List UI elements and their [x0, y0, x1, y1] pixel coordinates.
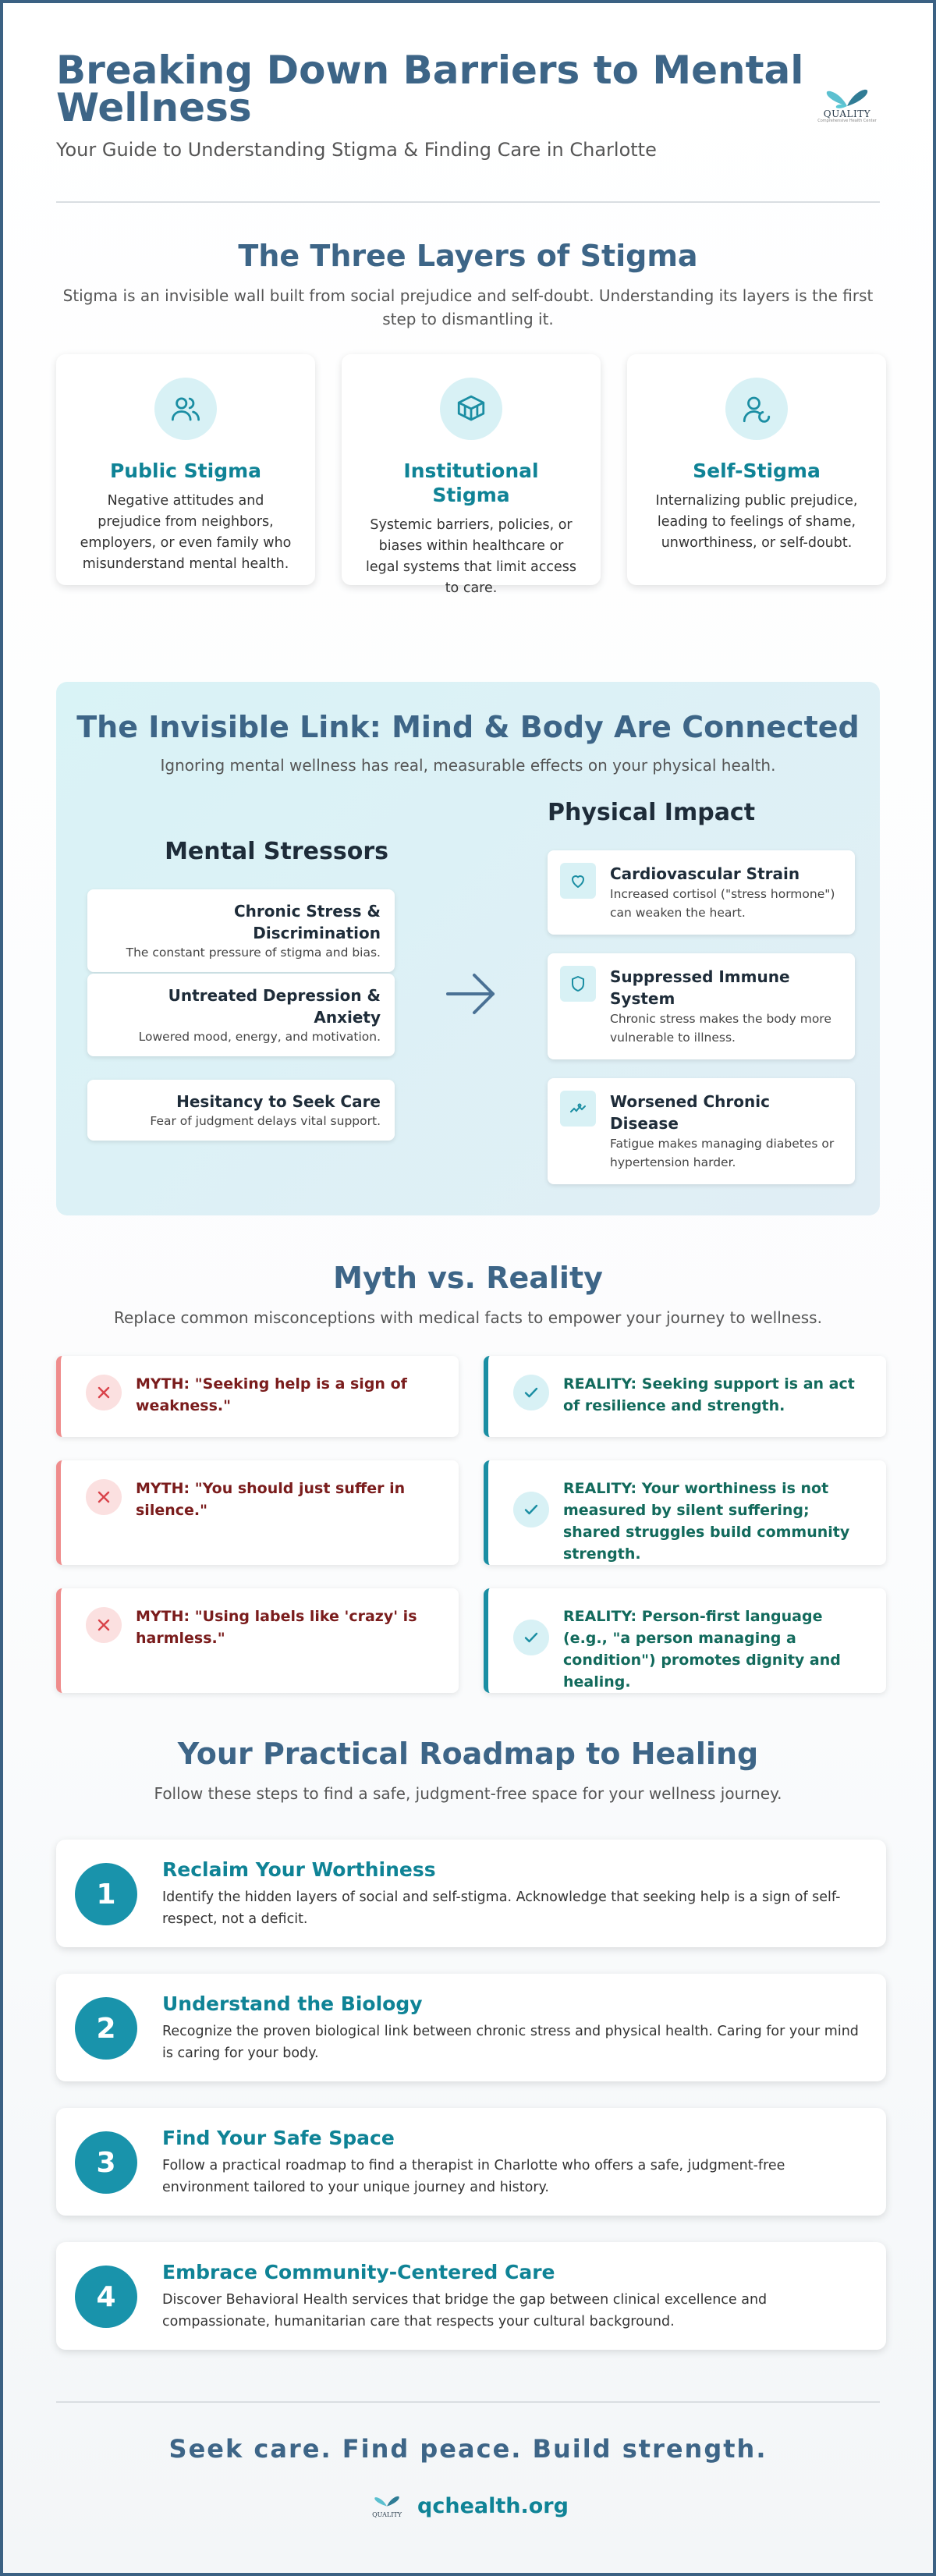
- stigma-card-public: Public Stigma Negative attitudes and pre…: [56, 354, 315, 585]
- butterfly-icon: [374, 2496, 399, 2507]
- header-divider: [56, 201, 880, 203]
- stigma-title: The Three Layers of Stigma: [238, 239, 698, 273]
- reality-card: REALITY: Seeking support is an act of re…: [484, 1356, 886, 1437]
- stigma-card-title: Institutional Stigma: [403, 459, 539, 506]
- impact-title: Worsened Chronic Disease: [610, 1092, 770, 1133]
- brand-logo: QUALITY Comprehensive Health Center: [814, 86, 880, 128]
- step-number: 1: [75, 1863, 137, 1925]
- step-title: Embrace Community-Centered Care: [162, 2261, 555, 2283]
- step-text: Identify the hidden layers of social and…: [162, 1889, 841, 1927]
- roadmap-step: 2 Understand the Biology Recognize the p…: [56, 1974, 886, 2081]
- roadmap-title: Your Practical Roadmap to Healing: [177, 1737, 759, 1771]
- header: Breaking Down Barriers to Mental Wellnes…: [56, 51, 880, 169]
- myth-card: MYTH: "Using labels like 'crazy' is harm…: [56, 1588, 459, 1693]
- stigma-description: Stigma is an invisible wall built from s…: [62, 286, 874, 328]
- impact-text: Increased cortisol ("stress hormone") ca…: [610, 887, 835, 920]
- step-number: 4: [75, 2266, 137, 2328]
- footer-divider: [56, 2401, 880, 2403]
- stressor-title: Chronic Stress & Discrimination: [233, 902, 381, 942]
- footer-logo-text: QUALITY: [372, 2511, 402, 2518]
- roadmap-description: Follow these steps to find a safe, judgm…: [154, 1784, 782, 1803]
- self-reflection-icon: [725, 378, 788, 440]
- stigma-card-institutional: Institutional Stigma Systemic barriers, …: [342, 354, 601, 596]
- footer-logo: QUALITY: [367, 2493, 406, 2518]
- step-number: 3: [75, 2131, 137, 2194]
- impact-title: Cardiovascular Strain: [610, 864, 800, 883]
- activity-icon: [560, 1091, 596, 1127]
- mind-body-section: The Invisible Link: Mind & Body Are Conn…: [56, 682, 880, 1215]
- people-icon: [154, 378, 217, 440]
- impact-heading: Physical Impact: [548, 799, 756, 826]
- arrow-right-icon: [446, 974, 495, 1014]
- impact-title: Suppressed Immune System: [610, 967, 790, 1008]
- stressor-title: Untreated Depression & Anxiety: [168, 986, 381, 1027]
- roadmap-step: 3 Find Your Safe Space Follow a practica…: [56, 2108, 886, 2216]
- check-icon: [513, 1492, 549, 1528]
- page-title: Breaking Down Barriers to Mental Wellnes…: [56, 48, 804, 130]
- reality-card: REALITY: Your worthiness is not measured…: [484, 1460, 886, 1565]
- footer-website: QUALITY qchealth.org: [3, 2489, 933, 2523]
- myth-text: MYTH: "Seeking help is a sign of weaknes…: [136, 1375, 407, 1414]
- stigma-card-text: Internalizing public prejudice, leading …: [655, 493, 858, 551]
- stigma-card-title: Public Stigma: [109, 459, 262, 482]
- mind-body-description: Ignoring mental wellness has real, measu…: [160, 756, 776, 775]
- roadmap-step: 1 Reclaim Your Worthiness Identify the h…: [56, 1840, 886, 1947]
- step-text: Follow a practical roadmap to find a the…: [162, 2158, 785, 2195]
- website-link[interactable]: qchealth.org: [417, 2493, 569, 2518]
- step-title: Reclaim Your Worthiness: [162, 1858, 436, 1881]
- stigma-cards: Public Stigma Negative attitudes and pre…: [56, 354, 886, 596]
- mind-body-title: The Invisible Link: Mind & Body Are Conn…: [76, 710, 860, 744]
- logo-text: QUALITY: [823, 108, 871, 119]
- stigma-card-self: Self-Stigma Internalizing public prejudi…: [627, 354, 886, 585]
- reality-card: REALITY: Person-first language (e.g., "a…: [484, 1588, 886, 1693]
- footer-tagline: Seek care. Find peace. Build strength.: [168, 2434, 768, 2464]
- impact-text: Chronic stress makes the body more vulne…: [610, 1012, 831, 1045]
- impact-card: Cardiovascular Strain Increased cortisol…: [548, 850, 855, 935]
- reality-text: REALITY: Seeking support is an act of re…: [563, 1375, 855, 1414]
- check-icon: [513, 1620, 549, 1655]
- step-title: Understand the Biology: [162, 1992, 423, 2015]
- myth-text: MYTH: "Using labels like 'crazy' is harm…: [136, 1608, 417, 1647]
- stigma-card-title: Self-Stigma: [693, 459, 821, 482]
- institution-icon: [440, 378, 502, 440]
- myth-reality-description: Replace common misconceptions with medic…: [114, 1308, 822, 1327]
- impact-text: Fatigue makes managing diabetes or hyper…: [610, 1137, 835, 1169]
- step-title: Find Your Safe Space: [162, 2127, 395, 2149]
- stressor-text: The constant pressure of stigma and bias…: [126, 946, 381, 960]
- reality-text: REALITY: Person-first language (e.g., "a…: [563, 1608, 841, 1691]
- stressors-heading: Mental Stressors: [165, 838, 388, 865]
- stressor-card: Untreated Depression & Anxiety Lowered m…: [87, 974, 395, 1056]
- shield-icon: [560, 966, 596, 1002]
- myth-reality-title: Myth vs. Reality: [333, 1261, 603, 1295]
- stigma-card-text: Systemic barriers, policies, or biases w…: [366, 517, 576, 596]
- roadmap-section: Your Practical Roadmap to Healing Follow…: [56, 1737, 886, 2350]
- x-icon: [86, 1375, 122, 1410]
- check-icon: [513, 1375, 549, 1410]
- butterfly-icon: [826, 89, 868, 108]
- myth-card: MYTH: "Seeking help is a sign of weaknes…: [56, 1356, 459, 1437]
- reality-text: REALITY: Your worthiness is not measured…: [563, 1480, 850, 1563]
- stressor-card: Hesitancy to Seek Care Fear of judgment …: [87, 1080, 395, 1141]
- impact-card: Suppressed Immune System Chronic stress …: [548, 953, 855, 1059]
- myth-reality-section: Myth vs. Reality Replace common misconce…: [56, 1261, 886, 1693]
- stigma-card-text: Negative attitudes and prejudice from ne…: [80, 493, 292, 572]
- x-icon: [86, 1607, 122, 1643]
- step-number: 2: [75, 1997, 137, 2060]
- stressor-title: Hesitancy to Seek Care: [176, 1092, 381, 1111]
- myth-card: MYTH: "You should just suffer in silence…: [56, 1460, 459, 1565]
- x-icon: [86, 1479, 122, 1515]
- page-subtitle: Your Guide to Understanding Stigma & Fin…: [56, 139, 657, 161]
- myth-text: MYTH: "You should just suffer in silence…: [136, 1480, 406, 1519]
- logo-subtext: Comprehensive Health Center: [817, 119, 877, 123]
- roadmap-step: 4 Embrace Community-Centered Care Discov…: [56, 2242, 886, 2350]
- impact-card: Worsened Chronic Disease Fatigue makes m…: [548, 1078, 855, 1184]
- stressor-text: Fear of judgment delays vital support.: [150, 1114, 381, 1128]
- step-text: Recognize the proven biological link bet…: [162, 2024, 859, 2061]
- stressor-card: Chronic Stress & Discrimination The cons…: [87, 889, 395, 972]
- step-text: Discover Behavioral Health services that…: [162, 2292, 768, 2329]
- stigma-section: The Three Layers of Stigma Stigma is an …: [56, 239, 886, 596]
- stressor-text: Lowered mood, energy, and motivation.: [138, 1030, 381, 1044]
- heart-icon: [560, 863, 596, 899]
